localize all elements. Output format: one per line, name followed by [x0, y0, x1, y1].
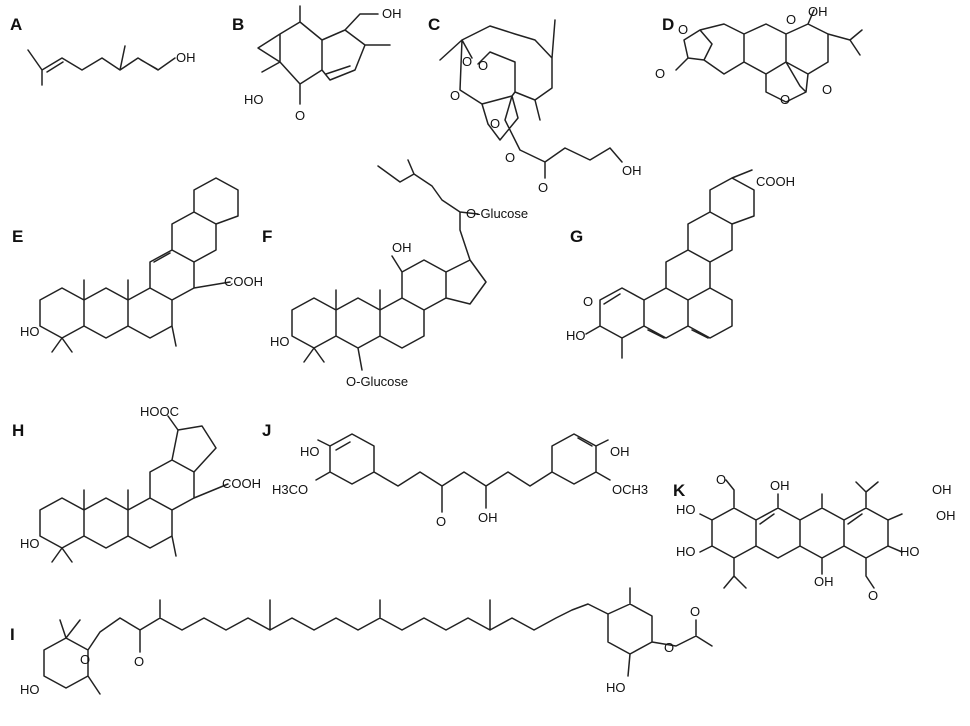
atom-o: O — [690, 604, 700, 619]
structure-k: O OH OH HO OH HO OH HO O — [676, 472, 956, 603]
atom-o: O — [664, 640, 674, 655]
structure-j: HO OH H3CO OCH3 O OH — [272, 433, 648, 529]
atom-o: O — [786, 12, 796, 27]
atom-cooh: COOH — [756, 174, 795, 189]
atom-o: O — [134, 654, 144, 669]
panel-k: K O OH OH HO OH HO OH HO O — [673, 472, 956, 603]
atom-ho: HO — [606, 680, 626, 695]
atom-ho: HO — [676, 502, 696, 517]
atom-o: O — [655, 66, 665, 81]
panel-label-k: K — [673, 481, 686, 500]
structure-e: COOH HO — [20, 177, 263, 353]
atom-oh: OH — [932, 482, 952, 497]
panel-label-h: H — [12, 421, 24, 440]
panel-j: J HO OH H3CO OCH3 O OH — [262, 421, 648, 529]
structure-a: OH — [27, 45, 196, 86]
panel-d: D O O OH O O O — [655, 4, 863, 107]
panel-label-i: I — [10, 625, 15, 644]
panel-c: C O O O O O O OH — [428, 15, 642, 195]
atom-ho: HO — [270, 334, 290, 349]
panel-b: B OH HO O — [232, 5, 402, 123]
atom-o: O — [436, 514, 446, 529]
atom-o: O — [538, 180, 548, 195]
atom-oh: OH — [610, 444, 630, 459]
atom-ho: HO — [300, 444, 320, 459]
atom-o: O — [822, 82, 832, 97]
atom-o: O — [583, 294, 593, 309]
panel-e: E COOH HO — [12, 177, 263, 353]
structure-b: OH HO O — [244, 5, 402, 123]
atom-o: O — [490, 116, 500, 131]
atom-o: O — [462, 54, 472, 69]
panel-label-c: C — [428, 15, 440, 34]
panel-f: F O-Glucose OH HO O-Glucose — [262, 159, 528, 389]
atom-h3co: H3CO — [272, 482, 308, 497]
atom-ho: HO — [20, 536, 40, 551]
panel-label-a: A — [10, 15, 22, 34]
atom-cooh: COOH — [222, 476, 261, 491]
panel-label-g: G — [570, 227, 583, 246]
panel-label-j: J — [262, 421, 271, 440]
panel-label-b: B — [232, 15, 244, 34]
atom-oh: OH — [382, 6, 402, 21]
panel-label-d: D — [662, 15, 674, 34]
atom-oh: OH — [814, 574, 834, 589]
atom-o-glucose: O-Glucose — [346, 374, 408, 389]
atom-och3: OCH3 — [612, 482, 648, 497]
panel-a: A OH — [10, 15, 196, 86]
structure-h: HOOC COOH HO — [20, 404, 261, 563]
atom-oh: OH — [936, 508, 956, 523]
atom-o: O — [780, 92, 790, 107]
atom-o: O — [295, 108, 305, 123]
atom-ho: HO — [900, 544, 920, 559]
atom-ho: HO — [244, 92, 264, 107]
structure-f: O-Glucose OH HO O-Glucose — [270, 159, 528, 389]
atom-ho: HO — [20, 324, 40, 339]
panel-label-f: F — [262, 227, 272, 246]
atom-oh: OH — [392, 240, 412, 255]
atom-o: O — [478, 58, 488, 73]
structure-i: O O HO HO O O — [20, 587, 713, 697]
structure-d: O O OH O O O — [655, 4, 863, 107]
atom-hooc: HOOC — [140, 404, 179, 419]
atom-o-glucose: O-Glucose — [466, 206, 528, 221]
structure-g: COOH O HO — [566, 169, 795, 359]
atom-cooh: COOH — [224, 274, 263, 289]
structure-c: O O O O O O OH — [439, 19, 642, 195]
atom-oh: OH — [770, 478, 790, 493]
panel-label-e: E — [12, 227, 23, 246]
panel-g: G COOH O HO — [566, 169, 795, 359]
atom-o: O — [505, 150, 515, 165]
atom-oh: OH — [622, 163, 642, 178]
atom-o: O — [450, 88, 460, 103]
atom-ho: HO — [566, 328, 586, 343]
panel-i: I O O HO HO O O — [10, 587, 713, 697]
atom-o: O — [678, 22, 688, 37]
atom-o: O — [80, 652, 90, 667]
atom-oh: OH — [808, 4, 828, 19]
atom-o: O — [868, 588, 878, 603]
atom-o: O — [716, 472, 726, 487]
atom-ho: HO — [676, 544, 696, 559]
atom-oh: OH — [176, 50, 196, 65]
panel-h: H HOOC COOH HO — [12, 404, 261, 563]
atom-ho: HO — [20, 682, 40, 697]
atom-oh: OH — [478, 510, 498, 525]
